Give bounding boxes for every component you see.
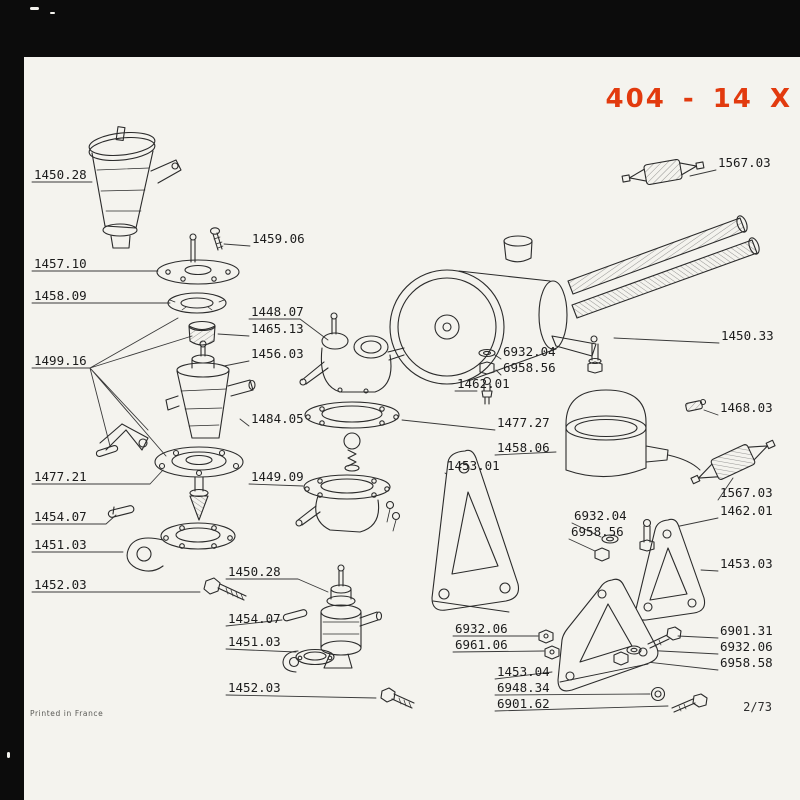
part-label-1462-01-b: 1462.01 (720, 503, 773, 518)
part-label-1567-03-b: 1567.03 (720, 485, 773, 500)
drawing-cover-disc (156, 233, 240, 285)
part-label-1448-07: 1448.07 (251, 304, 304, 319)
drawing-screw (209, 227, 224, 251)
part-label-1453-04: 1453.04 (497, 664, 550, 679)
drawing-bracket-1453-03 (635, 518, 706, 621)
drawing-filter-cup (188, 320, 216, 346)
part-label-1477-27: 1477.27 (497, 415, 550, 430)
part-label-1453-01: 1453.01 (447, 458, 500, 473)
part-label-1457-10: 1457.10 (34, 256, 87, 271)
part-label-1451-03: 1451.03 (34, 537, 87, 552)
drawing-fuel-pump-assembly (88, 126, 182, 249)
part-label-1465-13: 1465.13 (251, 321, 304, 336)
part-label-6961-06: 6961.06 (455, 637, 508, 652)
drawing-lower-cover (295, 474, 401, 533)
part-label-1452-03-b: 1452.03 (228, 680, 281, 695)
drawing-pivot-pin-2 (282, 609, 308, 622)
part-label-6901-31: 6901.31 (720, 623, 773, 638)
part-label-1567-03: 1567.03 (718, 155, 771, 170)
part-label-1462-01: 1462.01 (457, 376, 510, 391)
drawing-bottom-hardware (538, 626, 708, 713)
part-label-1477-21: 1477.21 (34, 469, 87, 484)
part-label-1450-28-b: 1450.28 (228, 564, 281, 579)
part-label-6932-04: 6932.04 (503, 344, 556, 359)
part-label-6901-62: 6901.62 (497, 696, 550, 711)
drawing-lower-body-2 (282, 648, 335, 673)
paper-speck (30, 7, 39, 10)
page-title: 404 - 14 X (605, 84, 792, 114)
leader-lines (31, 169, 734, 712)
printed-in-france-note: Printed in France (30, 709, 104, 718)
drawing-fuel-filter-1 (621, 158, 705, 186)
drawing-air-filter-housing (565, 389, 701, 478)
part-label-1454-07-b: 1454.07 (228, 611, 281, 626)
part-label-6958-58: 6958.58 (720, 655, 773, 670)
paper-speck (50, 12, 55, 14)
drawing-diaphragm-plate (304, 401, 400, 472)
part-label-1459-06: 1459.06 (252, 231, 305, 246)
drawing-pump-body (165, 340, 256, 439)
drawing-fastener-stack-1 (478, 348, 496, 405)
part-label-6932-04-b: 6932.04 (574, 508, 627, 523)
part-label-1452-03: 1452.03 (34, 577, 87, 592)
part-label-1454-07: 1454.07 (34, 509, 87, 524)
part-label-6958-56: 6958.56 (503, 360, 556, 375)
drawing-bolt (203, 577, 247, 601)
drawing-pump-upper-body (299, 312, 405, 394)
part-label-1449-09: 1449.09 (251, 469, 304, 484)
part-label-6932-06-b: 6932.06 (720, 639, 773, 654)
part-label-1484-05: 1484.05 (251, 411, 304, 426)
part-label-1458-06: 1458.06 (497, 440, 550, 455)
drawing-flange (154, 446, 244, 521)
drawing-clip (685, 398, 707, 412)
paper-speck (7, 752, 10, 758)
part-label-1468-03: 1468.03 (720, 400, 773, 415)
part-label-1458-09: 1458.09 (34, 288, 87, 303)
part-label-1456-03: 1456.03 (251, 346, 304, 361)
drawing-bracket-1453-01 (431, 449, 520, 613)
drawing-fastener-stack-2 (594, 518, 655, 562)
drawing-fuel-filter-2 (690, 439, 776, 485)
drawing-fuel-pump-assembly-2 (320, 564, 383, 669)
drawing-rocker-arm-kit (95, 423, 149, 458)
drawing-pivot-pin (107, 505, 135, 518)
page-number: 2/73 (743, 700, 772, 714)
drawing-gasket (167, 292, 227, 314)
left-binding-band (0, 0, 24, 800)
part-label-1450-28: 1450.28 (34, 167, 87, 182)
part-label-6948-34: 6948.34 (497, 680, 550, 695)
top-binding-band (0, 0, 800, 57)
part-label-1499-16: 1499.16 (34, 353, 87, 368)
part-label-1451-03-b: 1451.03 (228, 634, 281, 649)
drawing-bolt-2 (380, 687, 415, 709)
drawing-bracket-1453-04 (557, 578, 659, 692)
part-label-1453-03: 1453.03 (720, 556, 773, 571)
part-label-6958-56-b: 6958.56 (571, 524, 624, 539)
drawing-air-cleaner (389, 215, 760, 385)
part-label-6932-06: 6932.06 (455, 621, 508, 636)
part-label-1450-33: 1450.33 (721, 328, 774, 343)
drawing-lower-body (126, 522, 236, 572)
